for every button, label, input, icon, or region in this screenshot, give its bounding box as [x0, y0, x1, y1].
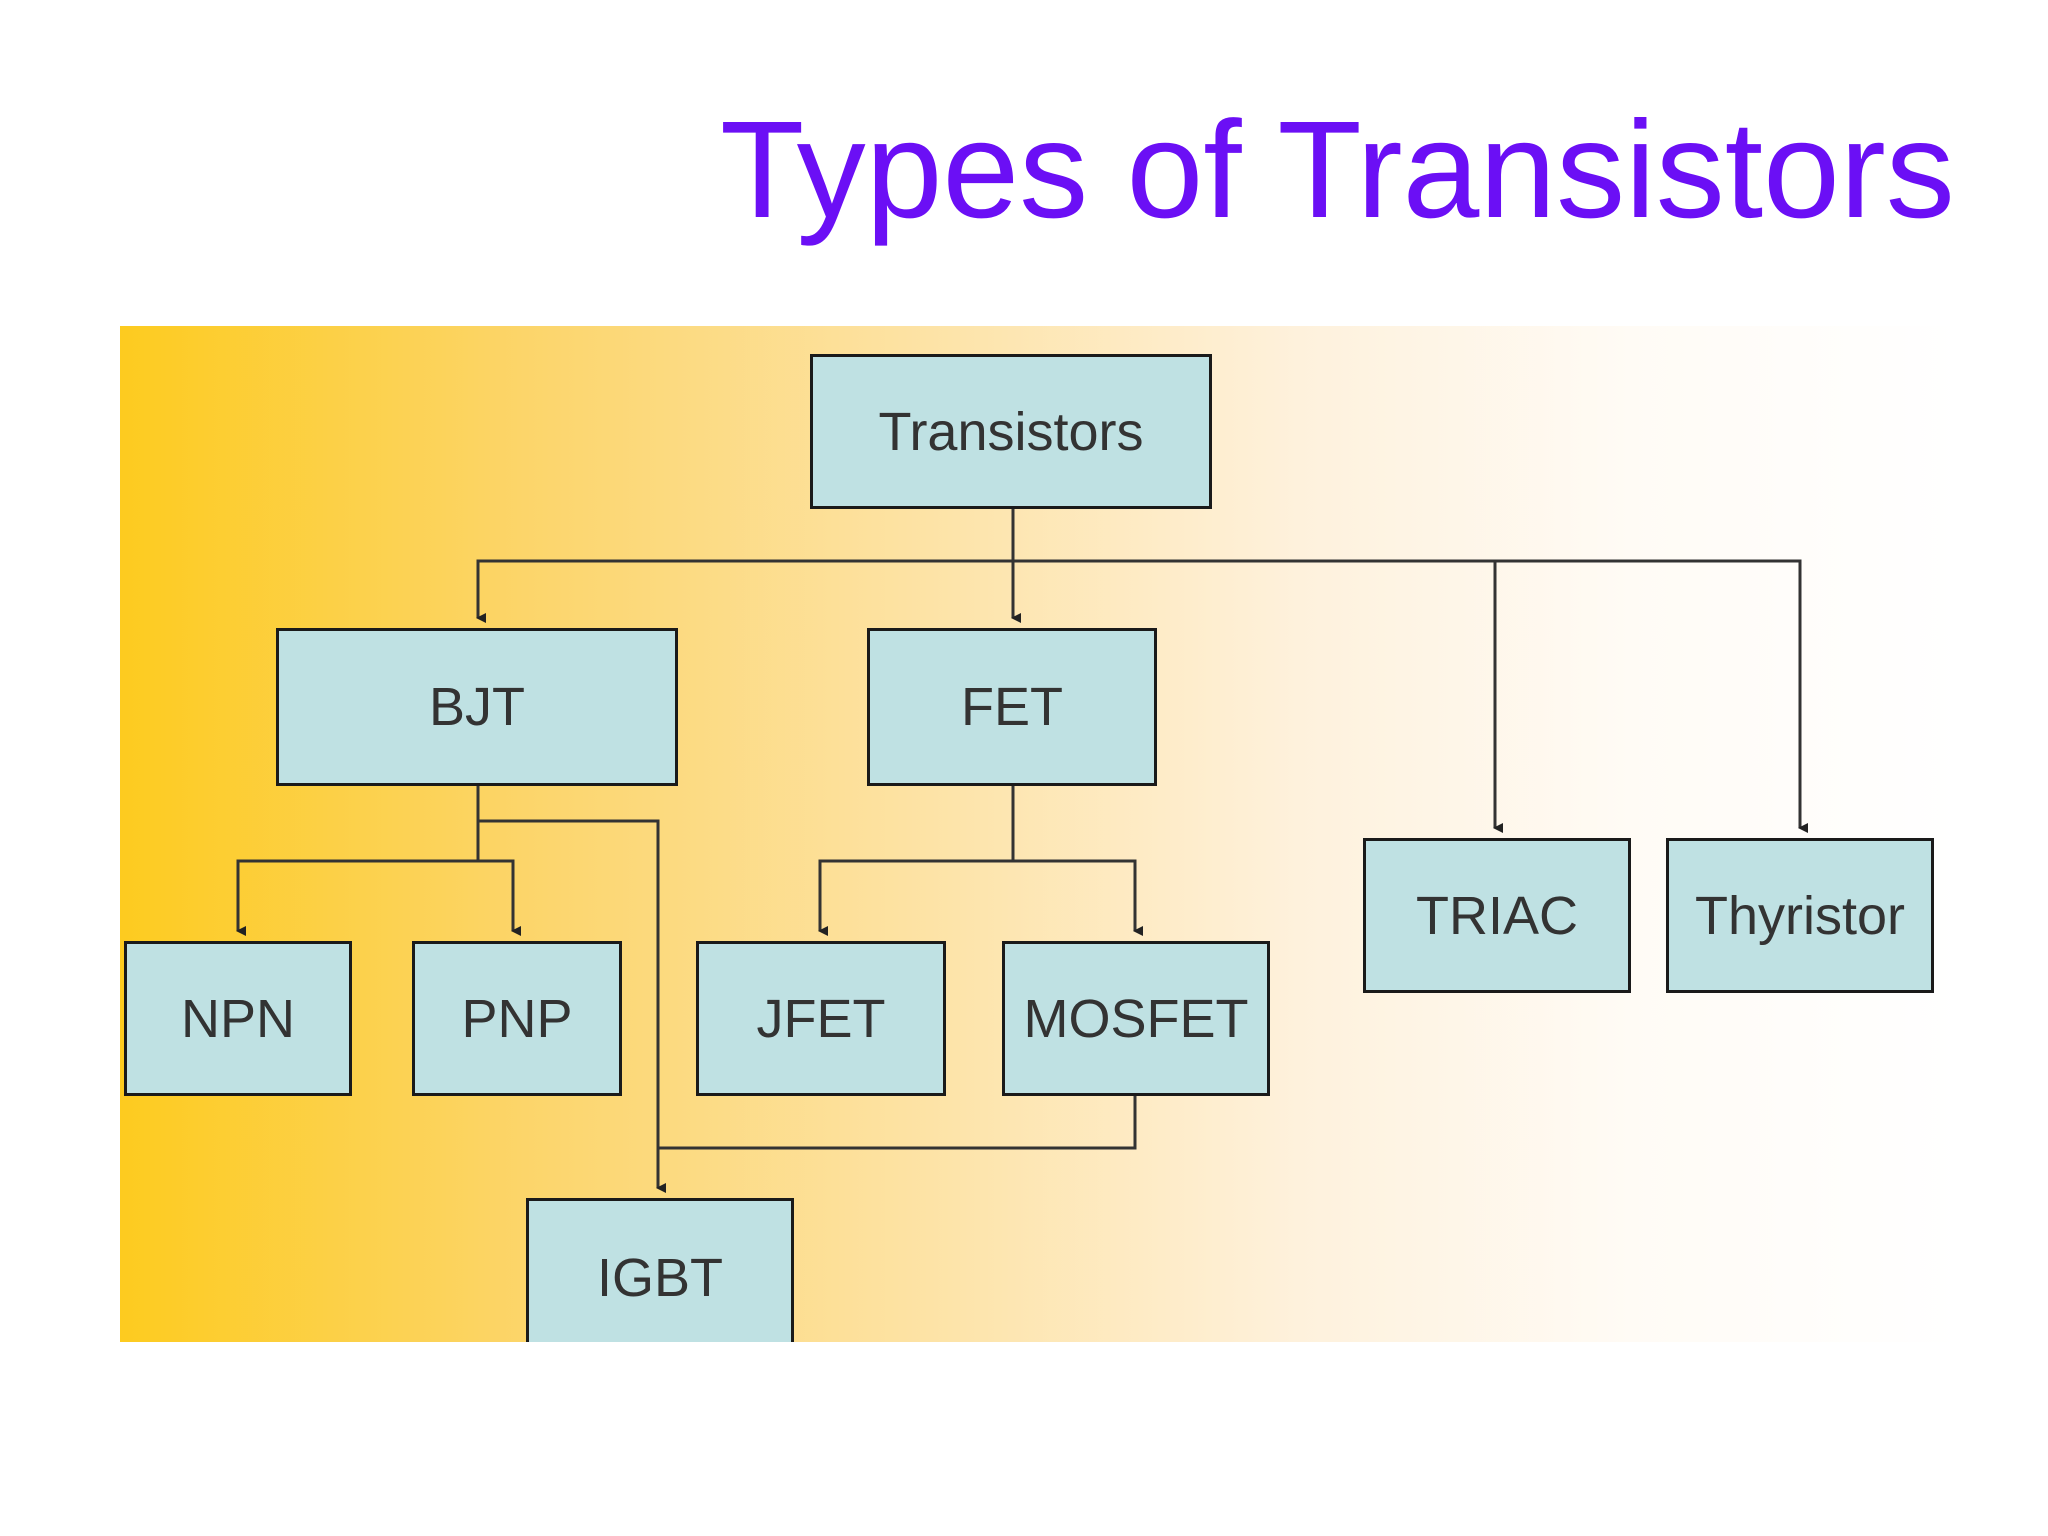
- node-label: Transistors: [878, 401, 1144, 462]
- node-bjt: BJT: [276, 628, 678, 786]
- node-jfet: JFET: [696, 941, 946, 1096]
- edge-bjt-npn: [236, 786, 480, 936]
- edge-mosfet-igbt: [658, 1094, 1137, 1150]
- edge-fet-mosfet: [1013, 859, 1143, 936]
- diagram-panel: Transistors BJT FET TRIAC Thyristor NPN …: [120, 326, 1960, 1342]
- edge-bjt-igbt: [478, 819, 666, 1193]
- node-label: IGBT: [596, 1248, 723, 1308]
- edge-transistors-thyristor: [1495, 559, 1808, 833]
- node-label: PNP: [461, 988, 573, 1049]
- node-pnp: PNP: [412, 941, 622, 1096]
- node-label: Thyristor: [1694, 885, 1905, 946]
- edge-transistors-bjt: [476, 506, 1015, 623]
- node-mosfet: MOSFET: [1002, 941, 1270, 1096]
- node-label: NPN: [180, 988, 295, 1049]
- node-thyristor: Thyristor: [1666, 838, 1934, 993]
- node-label: MOSFET: [1023, 988, 1249, 1049]
- node-label: FET: [961, 677, 1063, 737]
- node-label: BJT: [428, 677, 525, 737]
- node-npn: NPN: [124, 941, 352, 1096]
- slide-title: Types of Transistors: [720, 93, 1955, 247]
- edge-bjt-pnp: [478, 859, 521, 936]
- node-label: TRIAC: [1416, 885, 1578, 946]
- connector-lines: [236, 506, 1808, 1193]
- node-transistors: Transistors: [810, 354, 1212, 509]
- node-label: JFET: [756, 988, 886, 1049]
- node-fet: FET: [867, 628, 1157, 786]
- edge-fet-jfet: [818, 786, 1015, 936]
- node-igbt: IGBT: [526, 1198, 794, 1342]
- node-triac: TRIAC: [1363, 838, 1631, 993]
